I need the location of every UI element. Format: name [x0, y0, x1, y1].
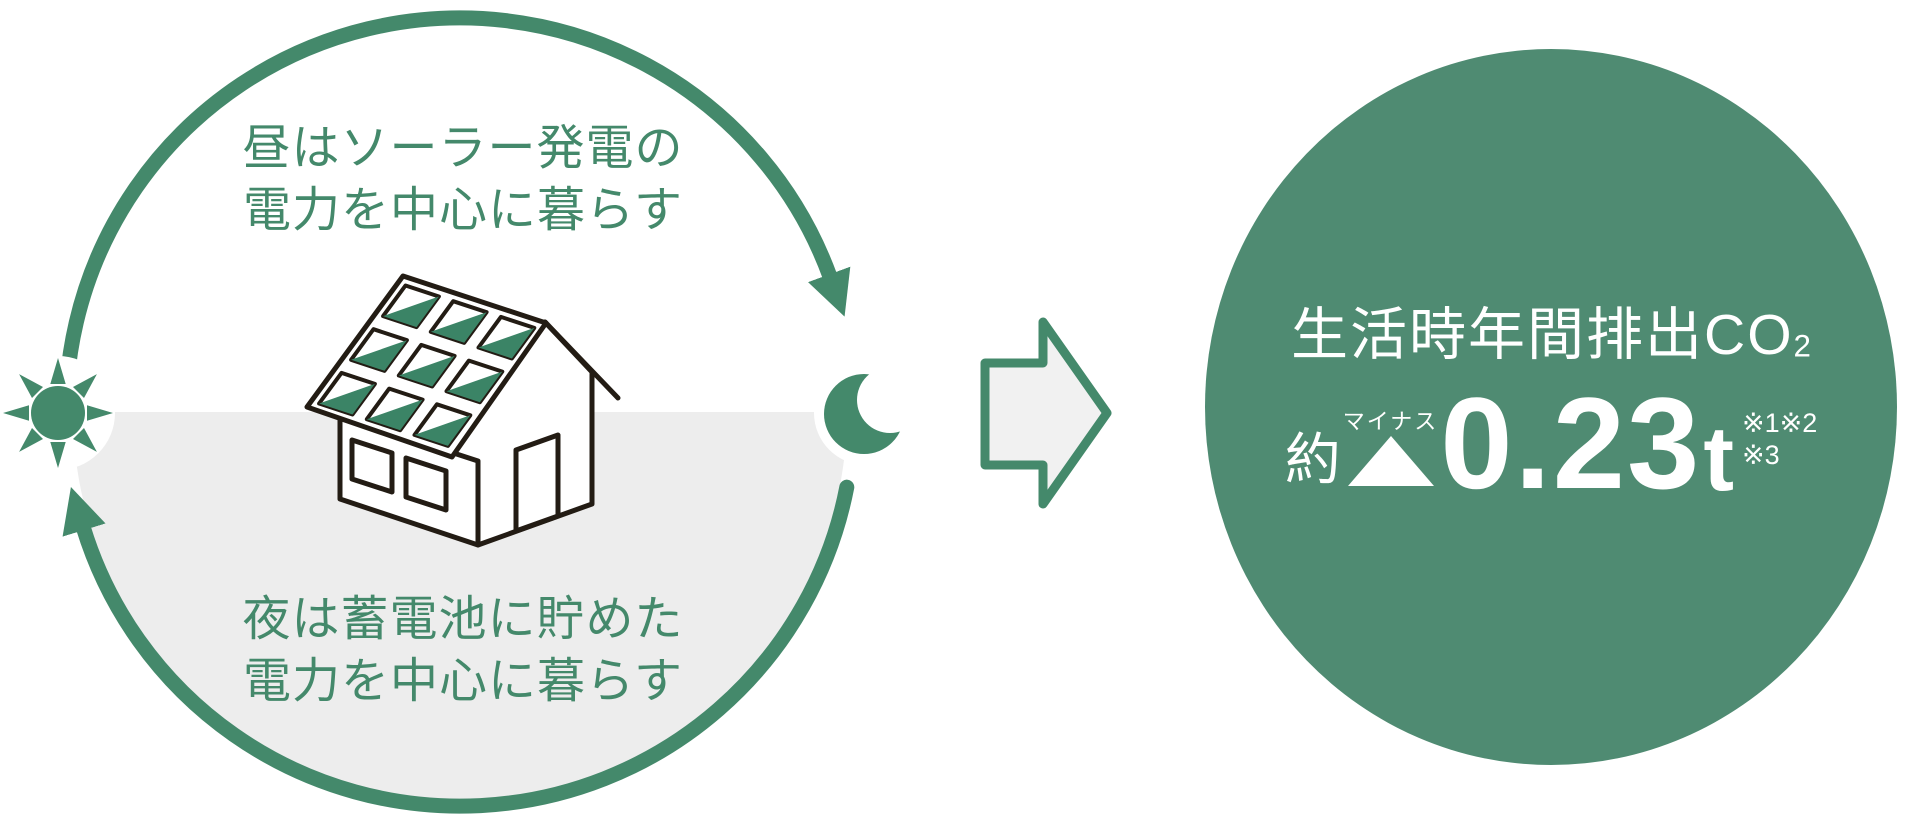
- day-caption: 昼はソーラー発電の 電力を中心に暮らす: [163, 118, 763, 242]
- solar-cell-shade: [398, 355, 455, 387]
- house-window: [349, 437, 395, 495]
- co2-title-subscript: 2: [1793, 328, 1811, 364]
- co2-unit: t: [1703, 407, 1734, 510]
- sun-ray: [19, 374, 43, 398]
- minus-stack: マイナス: [1343, 411, 1439, 486]
- house-roof-edge: [542, 319, 621, 401]
- sun-icon: [1, 356, 115, 470]
- night-caption: 夜は蓄電池に貯めた 電力を中心に暮らす: [163, 589, 763, 713]
- sun-ray: [87, 405, 113, 421]
- solar-panel-cells: [317, 283, 537, 448]
- minus-triangle-icon: [1347, 436, 1434, 486]
- result-circle: [1205, 49, 1897, 765]
- night-caption-line1: 夜は蓄電池に貯めた: [242, 593, 684, 646]
- sun-ray: [50, 442, 66, 468]
- day-night-cycle-ring: [58, 10, 855, 814]
- solar-cell-shade: [366, 399, 423, 431]
- solar-cell-shade: [351, 340, 407, 371]
- night-caption-line2: 電力を中心に暮らす: [242, 655, 684, 708]
- footnote-markers: ※1※2 ※3: [1742, 408, 1817, 472]
- sun-ray: [73, 374, 97, 398]
- minus-label: マイナス: [1342, 409, 1439, 434]
- solar-cell-shade: [383, 296, 439, 328]
- solar-cell-shade: [446, 371, 503, 403]
- sun-ray: [73, 428, 97, 452]
- footnote-line2: ※3: [1741, 440, 1780, 471]
- house-door: [513, 432, 561, 534]
- co2-result-value-row: 約 マイナス 0.23 t ※1※2 ※3: [1206, 369, 1896, 516]
- solar-house-icon: [304, 273, 621, 548]
- moon-icon: [814, 361, 923, 465]
- solar-cell-shade: [319, 383, 375, 415]
- co2-reduction-value: 0.23: [1440, 369, 1702, 516]
- co2-result-title: 生活時年間排出CO2: [1206, 302, 1896, 380]
- sun-ray: [19, 428, 43, 452]
- day-caption-line1: 昼はソーラー発電の: [242, 122, 684, 175]
- night-half-fill: [73, 412, 847, 799]
- solar-cell-shade: [478, 327, 535, 359]
- co2-title-main: 生活時年間排出CO: [1291, 303, 1794, 367]
- house-window: [403, 455, 449, 513]
- solar-cell-shade: [414, 415, 471, 446]
- footnote-line1: ※1※2: [1741, 408, 1818, 439]
- flow-arrow-icon: [980, 317, 1112, 509]
- approx-label: 約: [1284, 428, 1341, 491]
- day-caption-line2: 電力を中心に暮らす: [242, 184, 684, 237]
- solar-cell-shade: [430, 312, 487, 343]
- sun-ray: [50, 358, 66, 384]
- cycle-arrow-bottom: [62, 479, 855, 814]
- sun-ray: [3, 405, 29, 421]
- cycle-arrow-top: [58, 10, 851, 468]
